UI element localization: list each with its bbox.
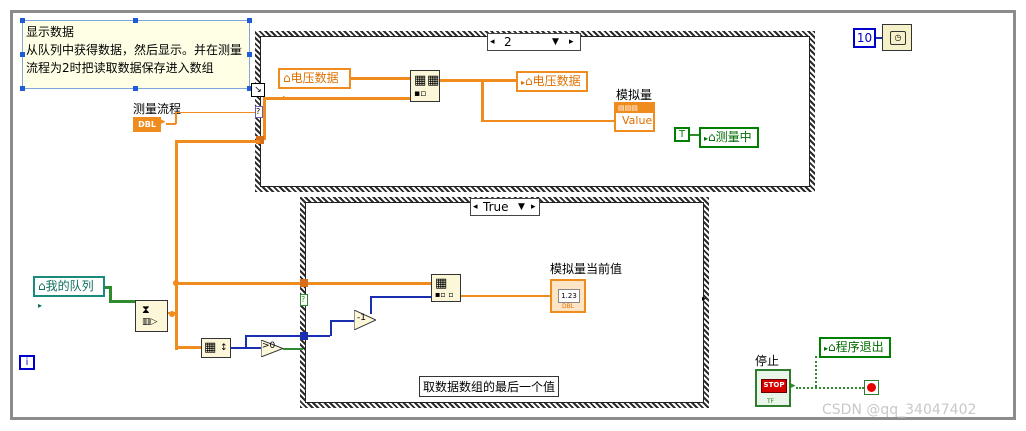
resize-handle-tm[interactable] <box>133 18 138 23</box>
resize-handle-ml[interactable] <box>20 52 25 57</box>
measure-flow-label: 测量流程 <box>133 102 182 116</box>
stop-led-icon[interactable] <box>864 380 879 395</box>
case-dropdown-icon[interactable]: ▼ <box>518 202 525 212</box>
iteration-terminal: i <box>19 355 35 370</box>
case-right-arrow-icon: ▸ <box>702 294 707 303</box>
case-dropdown-icon[interactable]: ▼ <box>552 37 559 47</box>
local-voltage-read[interactable]: ⌂电压数据 ▸ <box>278 68 351 102</box>
analog-current-type: DBL <box>562 303 575 310</box>
true-constant[interactable]: T <box>674 127 690 142</box>
array-tunnel <box>300 279 308 287</box>
resize-handle-bm[interactable] <box>133 86 138 91</box>
dequeue-element-icon[interactable]: ⧗ ▥▷ <box>135 300 168 332</box>
analog-current-value: 1.23 <box>558 289 580 303</box>
case-selector-bottom[interactable]: ◂ True ▼ ▸ <box>470 198 540 216</box>
wait-ms-constant[interactable]: 10 <box>853 28 876 48</box>
local-arrow-icon: ▸ <box>824 344 829 353</box>
local-my-queue-label: 我的队列 <box>45 279 94 293</box>
analog-terminal[interactable]: ▤▤▤ Value <box>614 102 655 132</box>
greater-than-zero-icon[interactable]: >0 <box>260 339 285 358</box>
decrement-text: -1 <box>357 313 366 323</box>
local-house-icon: ⌂ <box>708 130 716 144</box>
local-house-icon: ⌂ <box>38 279 46 293</box>
analog-current-label: 模拟量当前值 <box>550 262 623 276</box>
local-house-icon: ⌂ <box>525 74 533 88</box>
decrement-icon[interactable]: -1 <box>353 309 378 331</box>
comment-box[interactable]: 显示数据 从队列中获得数据，然后显示。并在测量 流程为2时把读取数据保存进入数组 <box>22 20 250 89</box>
cursor-icon: ↘ <box>251 83 265 97</box>
tunnel-dot <box>173 280 179 286</box>
tunnel-dot <box>169 311 175 317</box>
comment-line-1: 显示数据 <box>26 25 75 39</box>
watermark: CSDN @qq_34047402 <box>822 402 977 418</box>
boolean-wire-dotted <box>815 356 821 358</box>
integer-tunnel <box>300 332 308 340</box>
case-selector-tunnel-bottom: ? <box>300 294 308 306</box>
local-measuring-label: 测量中 <box>715 130 752 144</box>
analog-label: 模拟量 <box>616 88 653 102</box>
resize-handle-br[interactable] <box>247 86 252 91</box>
case-next-icon[interactable]: ▸ <box>569 37 574 47</box>
local-voltage-read-label: 电压数据 <box>290 71 339 85</box>
local-program-exit[interactable]: ▸⌂程序退出 <box>819 337 891 358</box>
stop-button[interactable]: STOP <box>761 379 787 393</box>
analog-current-terminal[interactable]: 1.23 DBL <box>550 279 586 313</box>
resize-handle-tl[interactable] <box>20 18 25 23</box>
case-selector-tunnel: ? <box>255 106 263 118</box>
shift-register-tunnel <box>256 136 264 144</box>
greater-zero-text: >0 <box>262 341 276 351</box>
local-voltage-write[interactable]: ▸⌂电压数据 <box>516 71 588 92</box>
while-loop <box>10 10 1016 420</box>
terminal-arrow-icon: ▸ <box>161 117 166 127</box>
build-array-icon[interactable]: ▦ ▦ ▪▫ <box>410 70 440 102</box>
array-size-icon[interactable]: ▦ ↕ <box>201 338 231 358</box>
case-selector-top-value: 2 <box>504 35 512 49</box>
case-selector-bottom-value: True <box>483 200 509 214</box>
waveform-icon: ▤▤▤ <box>616 104 653 113</box>
local-arrow-icon: ▸ <box>704 134 709 143</box>
resize-handle-tr[interactable] <box>247 18 252 23</box>
local-arrow-icon: ▸ <box>38 301 43 310</box>
local-measuring[interactable]: ▸⌂测量中 <box>699 127 759 148</box>
boolean-wire-dotted <box>796 387 864 389</box>
local-arrow-icon: ▸ <box>521 78 526 87</box>
measure-flow-terminal[interactable]: DBL <box>133 117 161 132</box>
local-program-exit-label: 程序退出 <box>835 340 884 354</box>
stop-type: TF <box>767 398 775 405</box>
local-house-icon: ⌂ <box>283 71 291 85</box>
case-selector-top[interactable]: ◂ 2 ▼ ▸ <box>487 33 581 51</box>
case-prev-icon[interactable]: ◂ <box>473 202 478 212</box>
comment-line-2: 从队列中获得数据，然后显示。并在测量 <box>26 43 243 57</box>
case-structure-top <box>255 31 815 192</box>
boolean-wire-dotted <box>815 356 817 387</box>
case-structure-bottom <box>300 197 709 408</box>
case-prev-icon[interactable]: ◂ <box>490 37 495 47</box>
terminal-arrow-icon: ▸ <box>791 381 796 391</box>
local-voltage-write-label: 电压数据 <box>532 74 581 88</box>
stop-button-terminal[interactable]: STOP TF <box>755 369 791 407</box>
resize-handle-bl[interactable] <box>20 86 25 91</box>
local-house-icon: ⌂ <box>828 340 836 354</box>
case-next-icon[interactable]: ▸ <box>531 202 536 212</box>
analog-terminal-value: Value <box>622 114 653 127</box>
comment-line-3: 流程为2时把读取数据保存进入数组 <box>26 61 214 75</box>
index-array-icon[interactable]: ▦ ▪▫ ▫ <box>431 274 461 302</box>
resize-handle-mr[interactable] <box>247 52 252 57</box>
stop-label: 停止 <box>755 354 780 368</box>
local-my-queue[interactable]: ⌂我的队列 ▸ <box>33 276 105 310</box>
wait-clock-icon[interactable]: ◷ <box>882 24 912 51</box>
take-last-value-label: 取数据数组的最后一个值 <box>419 376 560 397</box>
